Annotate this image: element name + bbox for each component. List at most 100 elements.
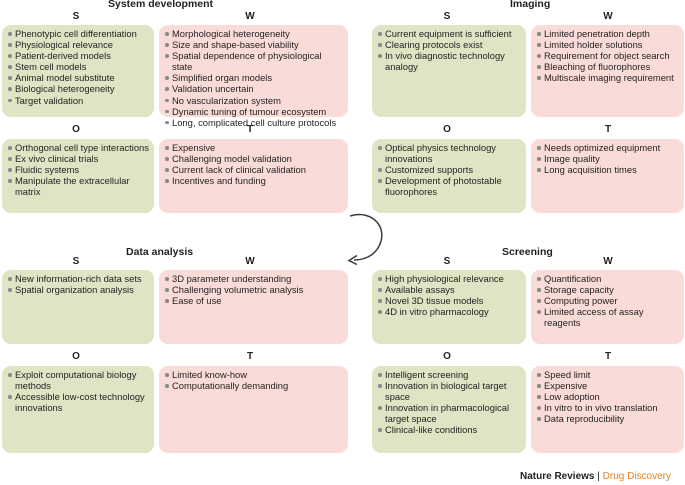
section-title-screening: Screening [502, 246, 553, 258]
label-w: W [603, 256, 613, 267]
list-item: Optical physics technology innovations [378, 142, 522, 164]
list-item: Image quality [537, 153, 680, 164]
journal-credit: Nature Reviews | Drug Discovery [520, 471, 671, 483]
section-title-system-development: System development [108, 0, 214, 10]
list-item: Current equipment is sufficient [378, 28, 522, 39]
list-item: Intelligent screening [378, 369, 522, 380]
list-item: Validation uncertain [165, 83, 344, 94]
label-o: O [72, 124, 80, 135]
list-item: In vivo diagnostic technology analogy [378, 50, 522, 72]
list-item: Dynamic tuning of tumour ecosystem [165, 106, 344, 117]
list-item: Customized supports [378, 164, 522, 175]
list-item: Speed limit [537, 369, 680, 380]
publisher-name: Nature Reviews [520, 471, 595, 482]
list-item: Challenging model validation [165, 153, 344, 164]
list-item: Innovation in pharmacological target spa… [378, 402, 522, 424]
list-item: Requirement for object search [537, 50, 680, 61]
list-item: Computationally demanding [165, 380, 344, 391]
label-s: S [443, 256, 451, 267]
label-t: T [604, 351, 612, 362]
list-item: Limited access of assay reagents [537, 306, 680, 328]
list-item: Challenging volumetric analysis [165, 284, 344, 295]
list-item: Bleaching of fluorophores [537, 61, 680, 72]
label-t: T [246, 124, 254, 135]
list-item: Simplified organ models [165, 72, 344, 83]
list-item: Phenotypic cell differentiation [8, 28, 150, 39]
list-item: Data reproducibility [537, 413, 680, 424]
list-item: 4D in vitro pharmacology [378, 306, 522, 317]
list-item: Long acquisition times [537, 164, 680, 175]
list-item: Size and shape-based viability [165, 39, 344, 50]
list-item: Low adoption [537, 391, 680, 402]
label-t: T [604, 124, 612, 135]
list-item: Expensive [537, 380, 680, 391]
list-item: Computing power [537, 295, 680, 306]
list-item: Exploit computational biology methods [8, 369, 150, 391]
list-item: Morphological heterogeneity [165, 28, 344, 39]
list-item: Stem cell models [8, 61, 150, 72]
list-item: High physiological relevance [378, 273, 522, 284]
list-item: New information-rich data sets [8, 273, 150, 284]
label-s: S [443, 11, 451, 22]
list-item: Storage capacity [537, 284, 680, 295]
label-w: W [245, 11, 255, 22]
list-item: Ease of use [165, 295, 344, 306]
list-item: Limited penetration depth [537, 28, 680, 39]
list-item: Quantification [537, 273, 680, 284]
list-item: Target validation [8, 95, 150, 106]
list-item: Limited holder solutions [537, 39, 680, 50]
list-item: Clinical-like conditions [378, 424, 522, 435]
list-item: Spatial organization analysis [8, 284, 150, 295]
journal-name: Drug Discovery [602, 471, 672, 482]
list-item: Accessible low-cost technology innovatio… [8, 391, 150, 413]
list-item: Clearing protocols exist [378, 39, 522, 50]
list-item: Orthogonal cell type interactions [8, 142, 150, 153]
list-item: Multiscale imaging requirement [537, 72, 680, 83]
list-item: Development of photostable fluorophores [378, 175, 522, 197]
list-item: Expensive [165, 142, 344, 153]
list-item: Fluidic systems [8, 164, 150, 175]
list-item: Needs optimized equipment [537, 142, 680, 153]
list-item: Biological heterogeneity [8, 83, 150, 94]
label-w: W [603, 11, 613, 22]
label-o: O [72, 351, 80, 362]
list-item: Patient-derived models [8, 50, 150, 61]
label-s: S [72, 256, 80, 267]
section-title-data-analysis: Data analysis [126, 246, 194, 258]
list-item: No vascularization system [165, 95, 344, 106]
section-title-imaging: Imaging [510, 0, 551, 10]
label-s: S [72, 11, 80, 22]
list-item: Animal model substitute [8, 72, 150, 83]
list-item: Current lack of clinical validation [165, 164, 344, 175]
list-item: Physiological relevance [8, 39, 150, 50]
list-item: In vitro to in vivo translation [537, 402, 680, 413]
cycle-arrow-icon [347, 213, 383, 265]
list-item: Long, complicated cell culture protocols [165, 117, 344, 128]
